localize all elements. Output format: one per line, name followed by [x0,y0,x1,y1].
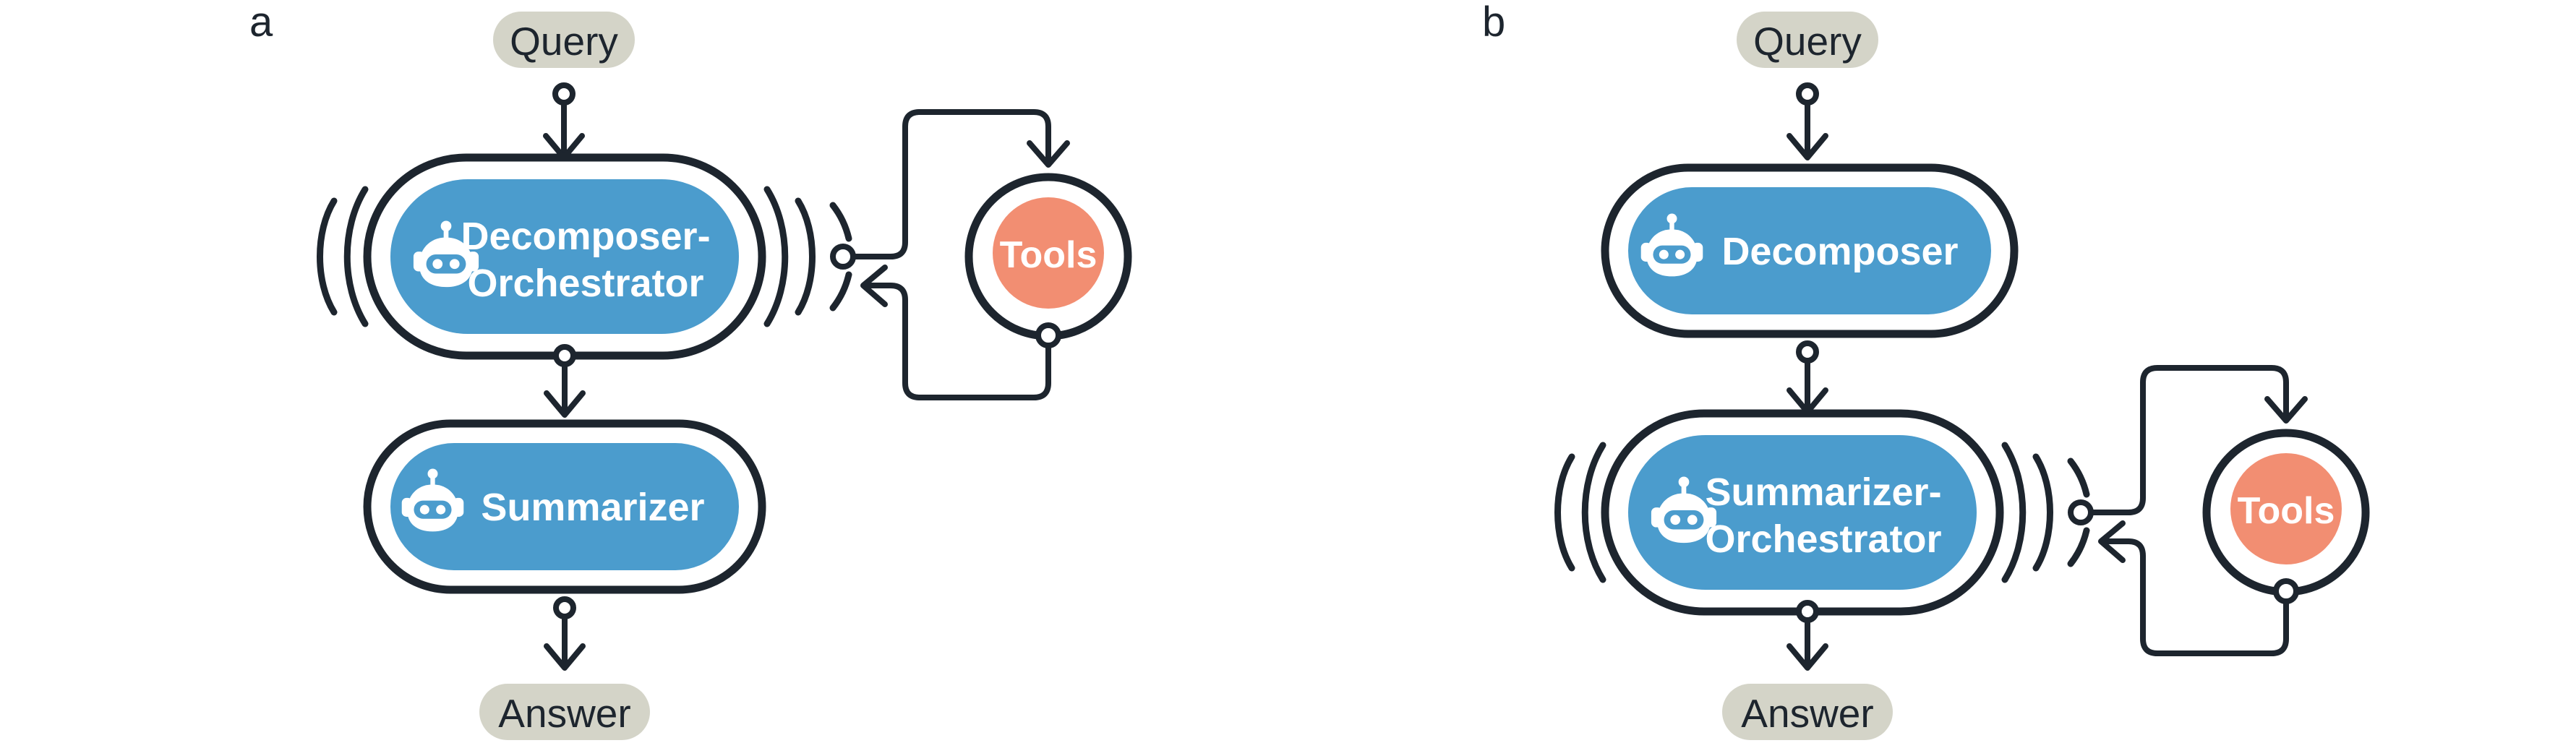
edge-summarizer-orchestrator-to-answer [1786,600,1828,671]
output-pill-shape [1722,684,1893,740]
edge-tools-to-summarizer-orchestrator [2098,520,2289,656]
edge-line [2101,538,2289,656]
tools-port-dot[interactable] [1035,322,1061,348]
orchestrator-arc-right-inner-icon [2001,442,2027,583]
orchestrator-arc-broken-bottom-icon [829,271,852,312]
edge-decomposer-orchestrator-to-summarizer [544,344,586,418]
node-label-line1: Decomposer [1721,230,1958,273]
arrowhead-down-icon [2264,396,2308,424]
orchestrator-arc-right-outer-icon [2032,453,2053,572]
arrowhead-left-icon [860,265,888,307]
orchestrator-arc-broken-bottom-icon [2067,527,2090,567]
node-label-line2: Orchestrator [467,262,703,305]
input-pill-shape [493,12,635,68]
tool-port-dot-b[interactable] [2068,499,2094,525]
tools-port-dot[interactable] [2273,578,2299,604]
panel-letter-b: b [1482,0,1505,46]
orchestrator-arc-left-outer-icon [1554,453,1575,572]
output-pill-label: Answer [1741,691,1873,736]
input-pill-query-b: Query [1737,12,1878,68]
tools-inner-circle [2230,453,2342,564]
edge-line [850,109,1051,259]
tools-label: Tools [1000,234,1097,276]
node-decomposer-orchestrator[interactable]: Decomposer- Orchestrator [317,153,852,360]
node-label-line1: Summarizer- [1705,471,1941,514]
input-pill-label: Query [1753,19,1862,64]
node-tools-a[interactable]: Tools [964,173,1132,348]
input-pill-query-a: Query [493,12,635,68]
arrowhead-down-icon [544,643,586,671]
node-label-line1: Decomposer- [461,215,710,258]
node-summarizer[interactable]: Summarizer [363,419,766,594]
edge-line [863,283,1051,400]
edge-decomposer-to-summarizer-orchestrator [1786,340,1828,415]
node-label-line2: Orchestrator [1705,517,1941,561]
orchestrator-arc-broken-top-icon [829,202,852,242]
tools-inner-circle [993,197,1104,309]
panel-b: b Query Decomposer [1482,0,2370,740]
orchestrator-arc-broken-top-icon [2067,458,2090,498]
edge-tools-to-decomposer-orchestrator [860,265,1051,400]
edge-decomposer-orchestrator-to-tools [850,109,1070,259]
node-label-line1: Summarizer [481,486,704,529]
edge-summarizer-to-answer [544,596,586,671]
panel-a: a Query [249,0,1132,740]
orchestrator-arc-left-inner-icon [1581,442,1606,583]
orchestrator-arc-right-inner-icon [763,186,789,327]
edge-query-to-decomposer-orchestrator [543,82,585,160]
node-decomposer[interactable]: Decomposer [1601,163,2019,338]
panel-letter-a: a [249,0,273,46]
node-inner-pill [390,443,739,570]
edge-query-to-decomposer [1786,82,1828,160]
edge-line [2088,365,2289,515]
output-pill-shape [479,684,650,740]
output-pill-label: Answer [498,691,630,736]
arrowhead-down-icon [1027,140,1070,168]
node-summarizer-orchestrator[interactable]: Summarizer- Orchestrator [1554,409,2090,616]
node-inner-pill [1628,435,1977,590]
arrowhead-down-icon [1786,133,1828,160]
tool-port-dot-a[interactable] [830,244,856,270]
arrowhead-down-icon [544,390,586,418]
orchestrator-arc-left-outer-icon [317,197,338,316]
input-pill-shape [1737,12,1878,68]
node-inner-pill [390,179,739,334]
orchestrator-arc-right-outer-icon [795,197,816,316]
output-pill-answer-b: Answer [1722,684,1893,740]
tools-label: Tools [2238,490,2335,532]
edge-summarizer-orchestrator-to-tools [2088,365,2308,515]
arrowhead-down-icon [1786,643,1828,671]
arrowhead-left-icon [2098,520,2126,563]
output-pill-answer-a: Answer [479,684,650,740]
node-tools-b[interactable]: Tools [2202,429,2370,604]
input-pill-label: Query [510,19,618,64]
node-inner-pill [1628,187,1991,314]
orchestrator-arc-left-inner-icon [343,186,369,327]
